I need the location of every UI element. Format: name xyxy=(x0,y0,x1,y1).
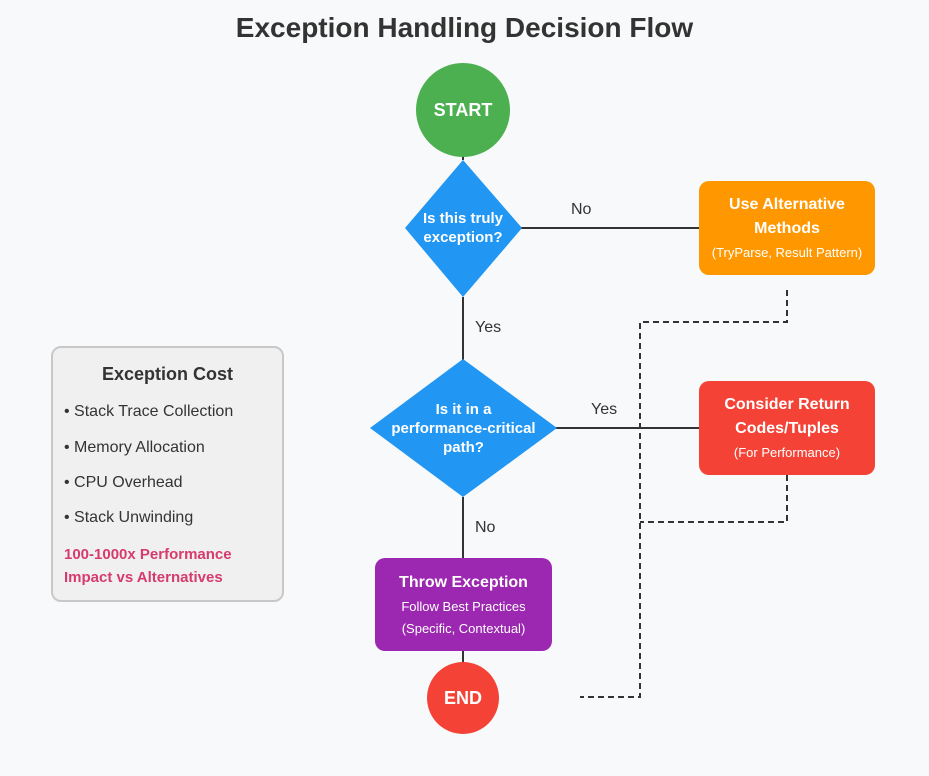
alternative-sub: (TryParse, Result Pattern) xyxy=(711,245,863,260)
cost-item: • Stack Trace Collection xyxy=(64,403,234,420)
return-codes-sub: (For Performance) xyxy=(733,445,841,460)
dashed-path-return-codes xyxy=(640,475,788,523)
alternative-line1: Use Alternative xyxy=(729,196,845,213)
edge-label-d2-no: No xyxy=(475,519,496,536)
return-codes-line1: Consider Return xyxy=(724,396,850,413)
return-codes-line2: Codes/Tuples xyxy=(735,420,839,437)
decision2-line1: Is it in a xyxy=(435,400,492,418)
decision2-line3: path? xyxy=(443,438,484,456)
cost-panel-title: Exception Cost xyxy=(101,364,234,384)
diagram-title: Exception Handling Decision Flow xyxy=(235,12,694,43)
exception-cost-panel: Exception Cost • Stack Trace Collection … xyxy=(51,346,284,602)
decision1-line2: exception? xyxy=(423,229,503,246)
note-line1: 100-1000x Performance xyxy=(64,546,232,563)
edge-label-d1-no: No xyxy=(571,201,592,218)
start-label: START xyxy=(433,99,493,120)
edge-label-d2-yes: Yes xyxy=(591,401,618,418)
return-codes-node xyxy=(699,381,875,475)
cost-item: • Memory Allocation xyxy=(64,439,205,456)
start-label-box: START xyxy=(416,63,510,157)
alternative-node xyxy=(699,181,875,275)
cost-item: • CPU Overhead xyxy=(64,474,183,491)
cost-item: • Stack Unwinding xyxy=(64,509,194,526)
return-codes-label-box: Consider Return Codes/Tuples (For Perfor… xyxy=(699,381,875,475)
throw-sub1: Follow Best Practices xyxy=(401,598,526,614)
note-line2: Impact vs Alternatives xyxy=(64,569,223,586)
decision1-label-box: Is this truly exception? xyxy=(405,196,521,260)
dashed-path-alternative xyxy=(580,290,788,698)
end-label-box: END xyxy=(427,662,499,734)
end-node xyxy=(427,662,499,734)
decision2-line2: performance-critical xyxy=(391,419,536,437)
performance-impact-note: 100-1000x Performance Impact vs Alternat… xyxy=(64,543,274,589)
throw-node xyxy=(375,558,552,651)
alternative-line2: Methods xyxy=(754,220,820,237)
decision2-label-box: Is it in a performance-critical path? xyxy=(370,388,557,468)
decision1-node xyxy=(405,160,522,297)
throw-title: Throw Exception xyxy=(399,573,528,591)
edge-label-d1-yes: Yes xyxy=(475,319,502,336)
end-label: END xyxy=(443,687,482,708)
throw-sub2: (Specific, Contextual) xyxy=(401,620,526,636)
alternative-label-box: Use Alternative Methods (TryParse, Resul… xyxy=(699,181,875,275)
decision1-line1: Is this truly xyxy=(422,210,504,227)
decision2-node xyxy=(370,359,557,497)
start-node xyxy=(416,63,510,157)
throw-label-box: Throw Exception Follow Best Practices (S… xyxy=(375,558,552,651)
